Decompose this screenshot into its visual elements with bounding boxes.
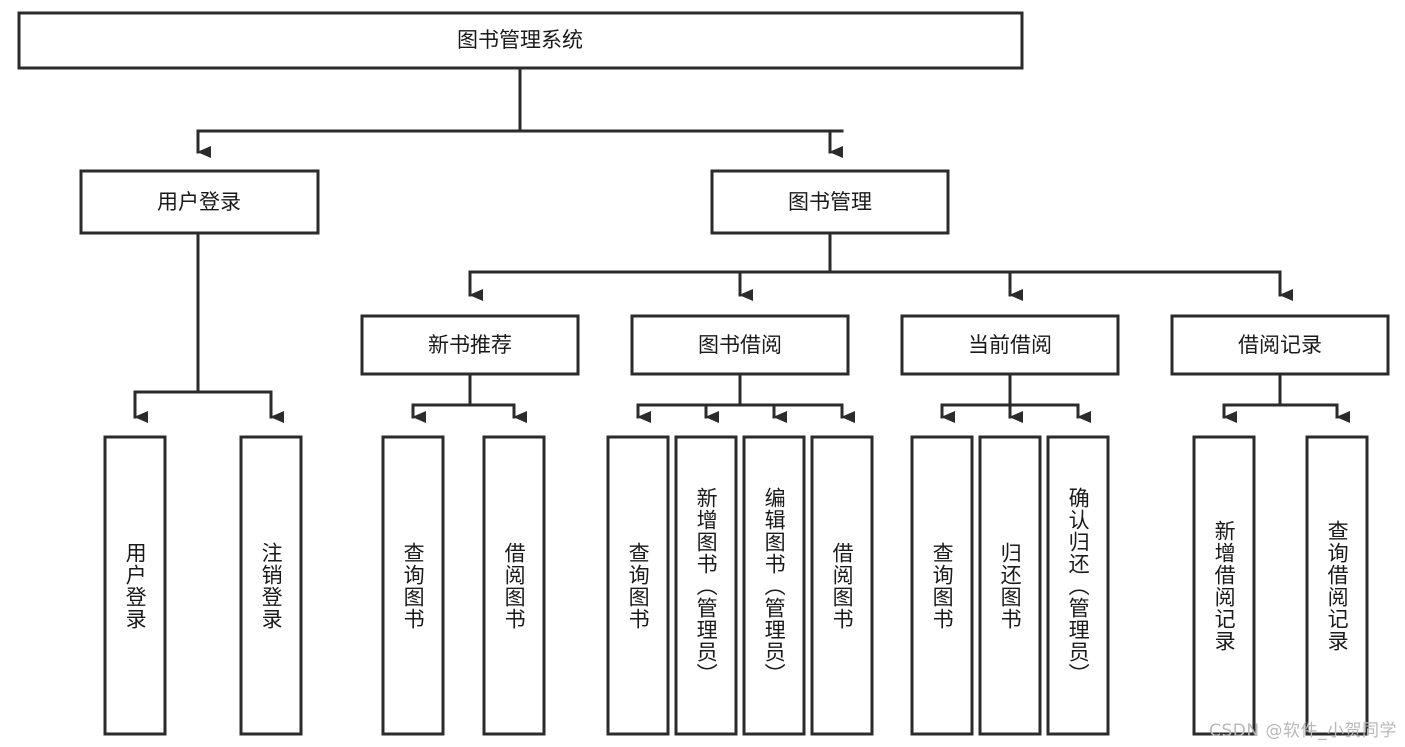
node-borrow-record[interactable]	[1170, 314, 1390, 376]
label-book-manage: 图书管理	[788, 190, 872, 214]
node-book-manage[interactable]	[710, 169, 950, 235]
label-root: 图书管理系统	[457, 28, 583, 52]
node-leaf-return-book[interactable]	[978, 435, 1042, 736]
label-new-book-recommend: 新书推荐	[428, 333, 512, 357]
label-current-borrow: 当前借阅	[968, 333, 1052, 357]
node-root[interactable]	[17, 11, 1024, 70]
label-book-borrow: 图书借阅	[698, 333, 782, 357]
watermark-text: CSDN @软件_小贺同学	[1209, 721, 1397, 741]
node-leaf-user-login[interactable]	[103, 435, 167, 736]
node-book-borrow[interactable]	[630, 314, 850, 376]
node-current-borrow[interactable]	[900, 314, 1120, 376]
node-leaf-query-book-3[interactable]	[910, 435, 974, 736]
label-borrow-record: 借阅记录	[1238, 333, 1322, 357]
label-user-login: 用户登录	[157, 190, 241, 214]
node-new-book-recommend[interactable]	[360, 314, 580, 376]
node-leaf-add-book[interactable]	[674, 435, 738, 736]
node-leaf-logout[interactable]	[239, 435, 303, 736]
node-leaf-query-book-1[interactable]	[381, 435, 445, 736]
node-leaf-confirm-return[interactable]	[1046, 435, 1110, 736]
node-leaf-edit-book[interactable]	[742, 435, 806, 736]
node-leaf-borrow-book-2[interactable]	[810, 435, 874, 736]
node-leaf-query-book-2[interactable]	[606, 435, 670, 736]
node-leaf-query-record[interactable]	[1305, 435, 1369, 736]
node-leaf-borrow-book-1[interactable]	[482, 435, 546, 736]
node-leaf-add-record[interactable]	[1192, 435, 1256, 736]
